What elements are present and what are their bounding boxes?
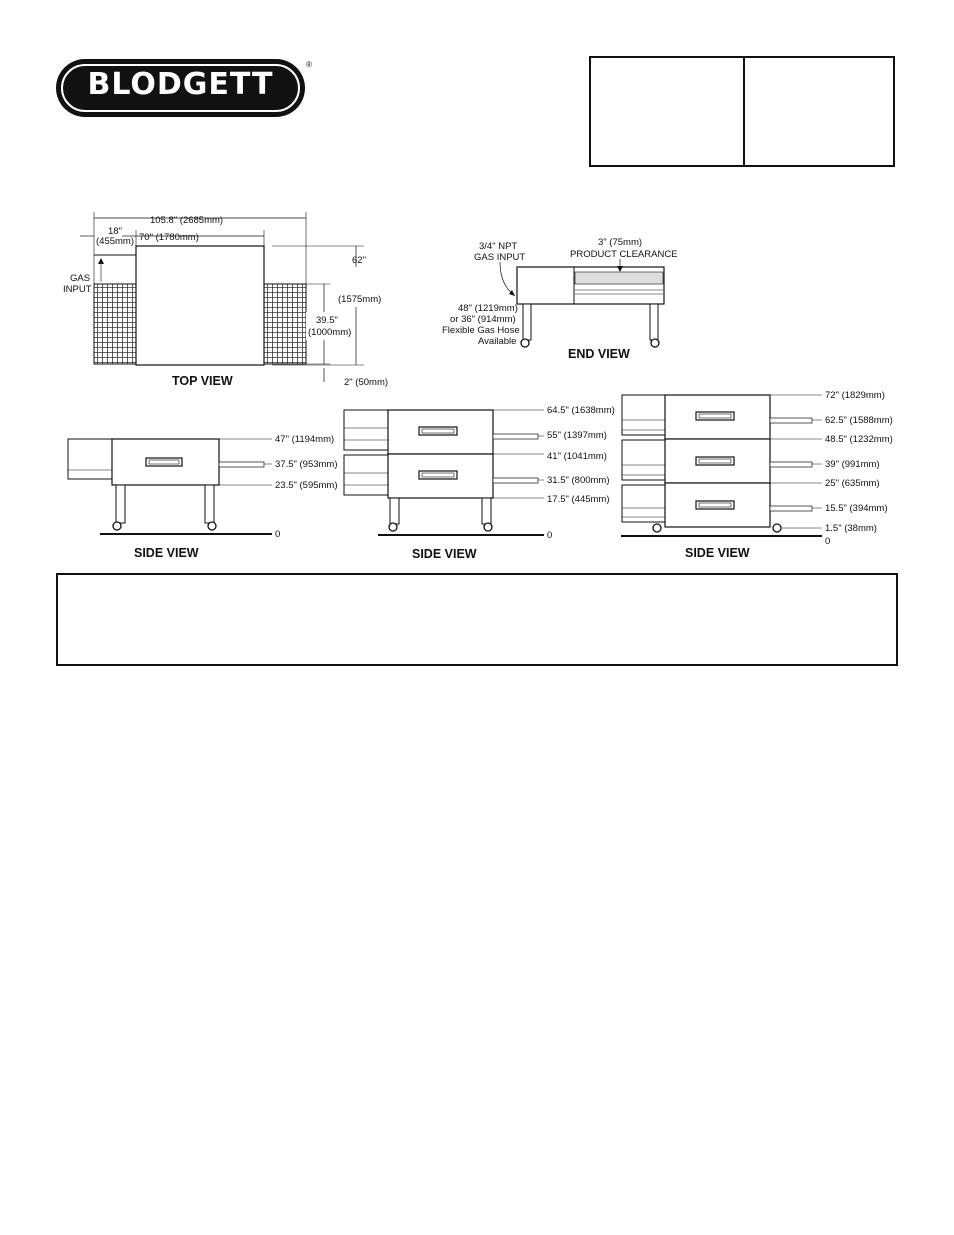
notes-box bbox=[56, 573, 898, 666]
triple-dim-6: 1.5" (38mm) bbox=[825, 523, 877, 534]
end-product-opening bbox=[574, 271, 664, 285]
top-right-conveyor bbox=[263, 283, 307, 365]
triple-side-title: SIDE VIEW bbox=[685, 546, 750, 560]
triple-dim-2: 48.5" (1232mm) bbox=[825, 434, 893, 445]
project-info-box bbox=[589, 56, 895, 167]
side-view-triple: 72" (1829mm) 62.5" (1588mm) 48.5" (1232m… bbox=[621, 390, 893, 560]
single-dim-0: 47" (1194mm) bbox=[275, 434, 334, 445]
top-dim-depth-1: 62" bbox=[352, 255, 366, 266]
end-hose-2: or 36" (914mm) bbox=[450, 314, 516, 325]
end-view-title: END VIEW bbox=[568, 347, 630, 361]
end-gas-1: 3/4" NPT bbox=[479, 241, 517, 252]
triple-dim-4: 25" (635mm) bbox=[825, 478, 880, 489]
double-dim-1: 55" (1397mm) bbox=[547, 430, 607, 441]
top-dim-oven: 70" (1780mm) bbox=[139, 232, 199, 243]
end-leg-left bbox=[522, 303, 532, 341]
top-dim-belt-2: (1000mm) bbox=[308, 327, 351, 338]
single-dim-2: 23.5" (595mm) bbox=[275, 480, 338, 491]
end-clearance-1: 3" (75mm) bbox=[598, 237, 642, 248]
info-box-divider bbox=[743, 58, 745, 165]
end-hose-3: Flexible Gas Hose bbox=[442, 325, 520, 336]
logo-text: BLODGETT bbox=[87, 67, 274, 102]
single-side-title: SIDE VIEW bbox=[134, 546, 199, 560]
top-dim-depth-2: (1575mm) bbox=[338, 294, 381, 305]
triple-dim-1: 62.5" (1588mm) bbox=[825, 415, 893, 426]
side-view-single: 47" (1194mm) 37.5" (953mm) 23.5" (595mm)… bbox=[67, 434, 338, 560]
double-dim-3: 31.5" (800mm) bbox=[547, 475, 610, 486]
triple-zero: 0 bbox=[825, 536, 830, 547]
double-dim-2: 41" (1041mm) bbox=[547, 451, 607, 462]
gas-input-1: GAS bbox=[70, 273, 90, 284]
top-dim-ext-1: 18" bbox=[108, 226, 122, 237]
double-side-title: SIDE VIEW bbox=[412, 547, 477, 561]
double-zero: 0 bbox=[547, 530, 552, 541]
single-zero: 0 bbox=[275, 529, 280, 540]
double-dim-0: 64.5" (1638mm) bbox=[547, 405, 615, 416]
side-view-double: 64.5" (1638mm) 55" (1397mm) 41" (1041mm)… bbox=[343, 405, 615, 561]
double-dim-4: 17.5" (445mm) bbox=[547, 494, 610, 505]
top-oven-body bbox=[135, 245, 265, 366]
triple-dim-3: 39" (991mm) bbox=[825, 459, 880, 470]
end-leg-right bbox=[649, 303, 659, 341]
blodgett-logo: BLODGETT bbox=[56, 59, 305, 117]
logo-inner-border bbox=[61, 64, 300, 112]
single-dim-1: 37.5" (953mm) bbox=[275, 459, 338, 470]
registered-mark: ® bbox=[306, 60, 312, 69]
triple-dim-0: 72" (1829mm) bbox=[825, 390, 885, 401]
end-gas-2: GAS INPUT bbox=[474, 252, 525, 263]
top-view: 105.8" (2685mm) 18" (455mm) 70" (1780mm)… bbox=[63, 212, 390, 388]
top-dim-belt-1: 39.5" bbox=[316, 315, 338, 326]
top-dim-clearance: 2" (50mm) bbox=[344, 377, 388, 388]
top-dim-ext-2: (455mm) bbox=[96, 236, 134, 247]
top-dim-overall: 105.8" (2685mm) bbox=[150, 215, 223, 226]
top-view-title: TOP VIEW bbox=[172, 374, 233, 388]
triple-dim-5: 15.5" (394mm) bbox=[825, 503, 888, 514]
end-view: 3/4" NPT GAS INPUT 3" (75mm) PRODUCT CLE… bbox=[442, 237, 678, 361]
end-clearance-2: PRODUCT CLEARANCE bbox=[570, 249, 678, 260]
top-left-conveyor bbox=[93, 283, 137, 365]
end-hose-1: 48" (1219mm) bbox=[458, 303, 518, 314]
end-hose-4: Available bbox=[478, 336, 516, 347]
gas-input-2: INPUT bbox=[63, 284, 92, 295]
